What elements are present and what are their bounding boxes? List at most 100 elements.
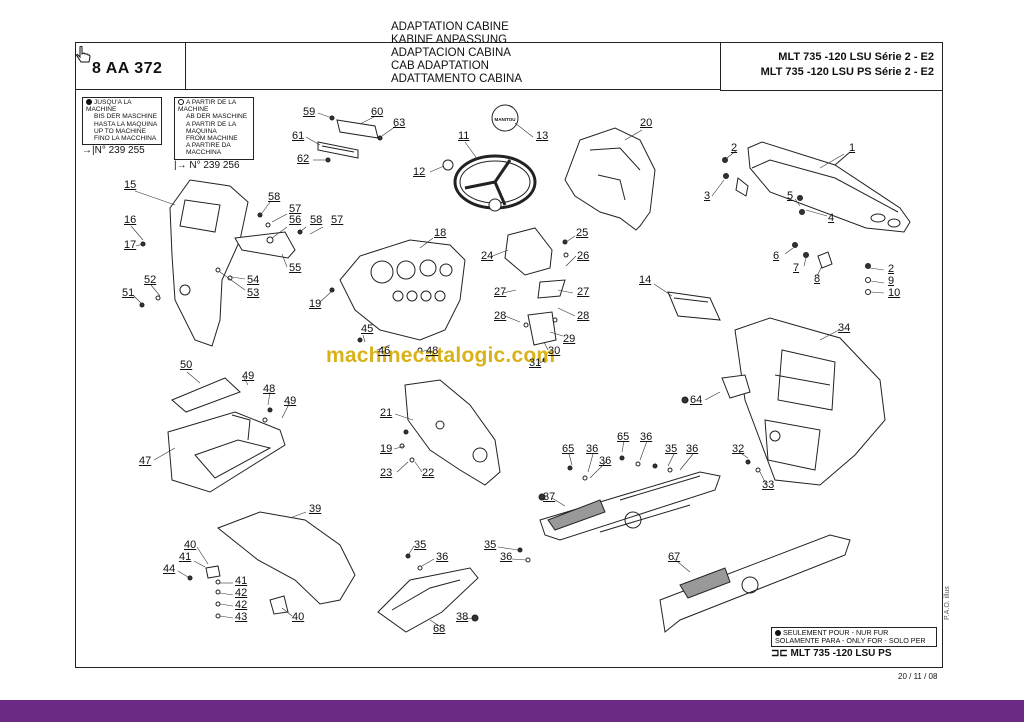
callout-number: 42 — [235, 599, 248, 611]
callout-number: 11 — [458, 130, 470, 142]
callout-number: 45 — [361, 323, 374, 335]
part-40-clip-2 — [269, 595, 289, 615]
watermark: machinecatalogic.com — [326, 344, 556, 367]
callout-number: 16 — [124, 214, 137, 226]
callout-number: 5 — [787, 190, 794, 202]
callout-number: 68 — [433, 623, 446, 635]
title-fr: ADAPTATION CABINE — [391, 21, 509, 33]
callout-number: 62 — [297, 153, 310, 165]
callout-number: 20 — [640, 117, 653, 129]
callout-number: 35 — [665, 443, 678, 455]
callout-number: 17 — [124, 239, 137, 251]
callout-number: 48 — [263, 383, 276, 395]
callout-number: 36 — [436, 551, 449, 563]
part-37-center-console — [539, 471, 721, 541]
star-bullet-icon — [775, 630, 781, 637]
legend-until-line: UP TO MACHINE — [94, 127, 147, 135]
header-divider — [186, 89, 720, 90]
callout-number: 51 — [122, 287, 135, 299]
title-en: CAB ADAPTATION — [391, 59, 489, 72]
callout-number: 65 — [562, 443, 575, 455]
callout-number: 57 — [331, 214, 344, 226]
callout-number: 43 — [235, 611, 248, 623]
callout-number: 27 — [494, 286, 507, 298]
callout-number: 29 — [563, 333, 576, 345]
callout-number: 33 — [762, 479, 775, 491]
legend-from-box: A PARTIR DE LA MACHINE AB DER MASCHINE A… — [174, 97, 254, 160]
bottom-color-strip — [0, 700, 1024, 722]
callout-number: 54 — [247, 274, 260, 286]
callout-number: 13 — [536, 130, 549, 142]
part-39-armrest-cover — [217, 511, 356, 605]
legend-from-line: FROM MACHINE — [186, 135, 238, 143]
callout-number: 2 — [888, 263, 895, 275]
callout-number: 53 — [247, 287, 260, 299]
serial-until: →|N° 239 255 — [82, 145, 145, 157]
callout-number: 40 — [292, 611, 305, 623]
callout-number: 41 — [235, 575, 248, 587]
callout-number: 37 — [543, 491, 556, 503]
screws-group-right — [722, 157, 871, 295]
callout-number: 34 — [838, 322, 851, 334]
callout-number: 52 — [144, 274, 157, 286]
callout-number: 49 — [284, 395, 297, 407]
callout-number: 36 — [500, 551, 513, 563]
title-it: ADATTAMENTO CABINA — [391, 72, 522, 85]
reference-box: 8 AA 372 — [75, 42, 186, 90]
print-date: 20 / 11 / 08 — [898, 672, 938, 681]
callout-number: 3 — [704, 190, 711, 202]
callout-number: 32 — [732, 443, 745, 455]
callout-number: 23 — [380, 467, 393, 479]
page-reference: 8 AA 372 — [92, 60, 163, 77]
callout-number: 49 — [242, 370, 255, 382]
callout-number: 22 — [422, 467, 435, 479]
steering-logo: MANITOU — [495, 117, 516, 122]
legend-from-line: AB DER MASCHINE — [186, 113, 248, 121]
part-18-instrument-cluster — [339, 239, 466, 341]
callout-number: 60 — [371, 106, 384, 118]
callout-number: 58 — [310, 214, 323, 226]
callout-number: 19 — [380, 443, 393, 455]
callout-number: 40 — [184, 539, 197, 551]
callout-number: 50 — [180, 359, 193, 371]
callout-number: 59 — [303, 106, 316, 118]
title-es: ADAPTACION CABINA — [391, 46, 511, 59]
callout-number: 28 — [494, 310, 507, 322]
callout-number: 14 — [639, 274, 652, 286]
callout-number: 46 — [378, 345, 391, 357]
callout-number: 58 — [268, 191, 281, 203]
part-15-side-panel — [169, 179, 249, 347]
legend-from-line: A PARTIR DE LA MACHINE — [178, 99, 236, 114]
part-24-steering-column — [504, 227, 566, 346]
callout-number: 57 — [289, 203, 302, 215]
part-40-clip — [205, 565, 221, 579]
callout-number: 8 — [814, 273, 821, 285]
model-line-1: MLT 735 -120 LSU Série 2 - E2 — [778, 51, 934, 63]
model-box: MLT 735 -120 LSU Série 2 - E2 MLT 735 -1… — [720, 42, 943, 91]
callout-number: 12 — [413, 166, 426, 178]
legend-from-machine: A PARTIR DE LA MACHINE AB DER MASCHINE A… — [174, 97, 254, 171]
footnote-line-1: SEULEMENT POUR - NUR FUR — [783, 628, 889, 637]
open-dot-icon — [178, 99, 184, 106]
footnote-line-2: SOLAMENTE PARA - ONLY FOR - SOLO PER — [775, 636, 926, 645]
callout-number: 26 — [577, 250, 590, 262]
callout-number: 55 — [289, 262, 302, 274]
callout-number: 21 — [380, 407, 393, 419]
callout-number: 35 — [484, 539, 497, 551]
callout-number: 48 — [426, 345, 439, 357]
callout-number: 36 — [599, 455, 612, 467]
part-60-bracket — [317, 115, 383, 163]
legend-until-line: BIS DER MASCHINE — [94, 113, 158, 121]
callout-number: 65 — [617, 431, 630, 443]
pao-illustration-note: P.A.O. illus — [944, 586, 951, 620]
callout-number: 44 — [163, 563, 176, 575]
hand-cursor-icon — [76, 46, 91, 63]
callout-number: 36 — [640, 431, 653, 443]
callout-number: 31 — [529, 357, 542, 369]
callout-number: 1 — [849, 142, 856, 154]
callout-number: 24 — [481, 250, 494, 262]
part-34-dashboard-console — [734, 317, 886, 486]
callout-number: 41 — [179, 551, 192, 563]
serial-from: |→ N° 239 256 — [174, 159, 240, 171]
